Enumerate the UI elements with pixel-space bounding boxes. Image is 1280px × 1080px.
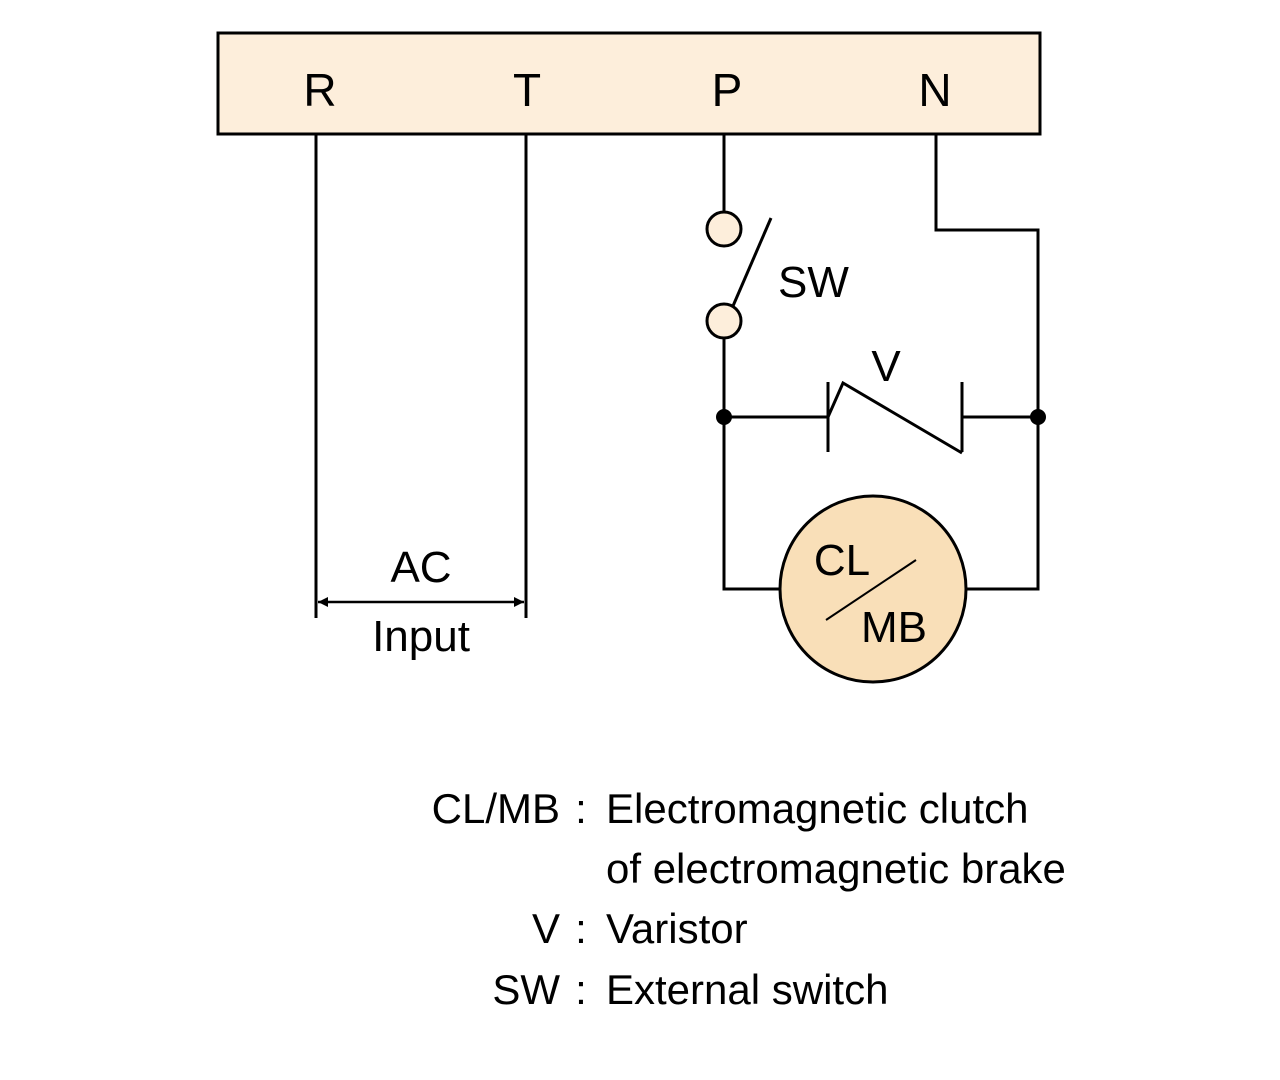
junction-dot-right [1030, 409, 1046, 425]
input-label: Input [372, 612, 470, 661]
switch-contact-top [705, 210, 743, 248]
varistor-symbol [826, 380, 963, 455]
terminal-label-r: R [303, 64, 336, 116]
legend-term-v: V [532, 905, 560, 952]
terminal-label-n: N [918, 64, 951, 116]
terminal-label-p: P [712, 64, 743, 116]
coil-label-bottom: MB [861, 603, 927, 652]
switch-label: SW [778, 258, 849, 307]
wire-p-down [722, 338, 780, 591]
coil-divider [825, 559, 917, 621]
ac-label: AC [390, 543, 451, 592]
junction-dot-left [716, 409, 732, 425]
legend-desc-sw: External switch [606, 966, 888, 1013]
terminal-block-body [216, 31, 1042, 136]
coil-label-top: CL [814, 536, 870, 585]
legend-sep-sw: : [575, 966, 587, 1013]
switch-blade [731, 217, 773, 307]
legend: CL/MB : Electromagnetic clutch of electr… [432, 785, 1066, 1013]
legend-term-clmb: CL/MB [432, 785, 560, 832]
legend-desc-clmb-line2: of electromagnetic brake [606, 845, 1066, 892]
terminal-block: R T P N [216, 31, 1042, 136]
legend-desc-clmb-line1: Electromagnetic clutch [606, 785, 1029, 832]
wire-n [934, 134, 1040, 591]
legend-sep-clmb: : [575, 785, 587, 832]
ac-input-wiring: AC Input [314, 134, 528, 661]
legend-term-sw: SW [492, 966, 560, 1013]
legend-desc-v: Varistor [606, 905, 748, 952]
terminal-label-t: T [513, 64, 541, 116]
legend-sep-v: : [575, 905, 587, 952]
switch-contact-bottom [705, 302, 743, 340]
load-circuit: SW V CL MB [705, 134, 1046, 684]
varistor-label: V [871, 342, 901, 391]
